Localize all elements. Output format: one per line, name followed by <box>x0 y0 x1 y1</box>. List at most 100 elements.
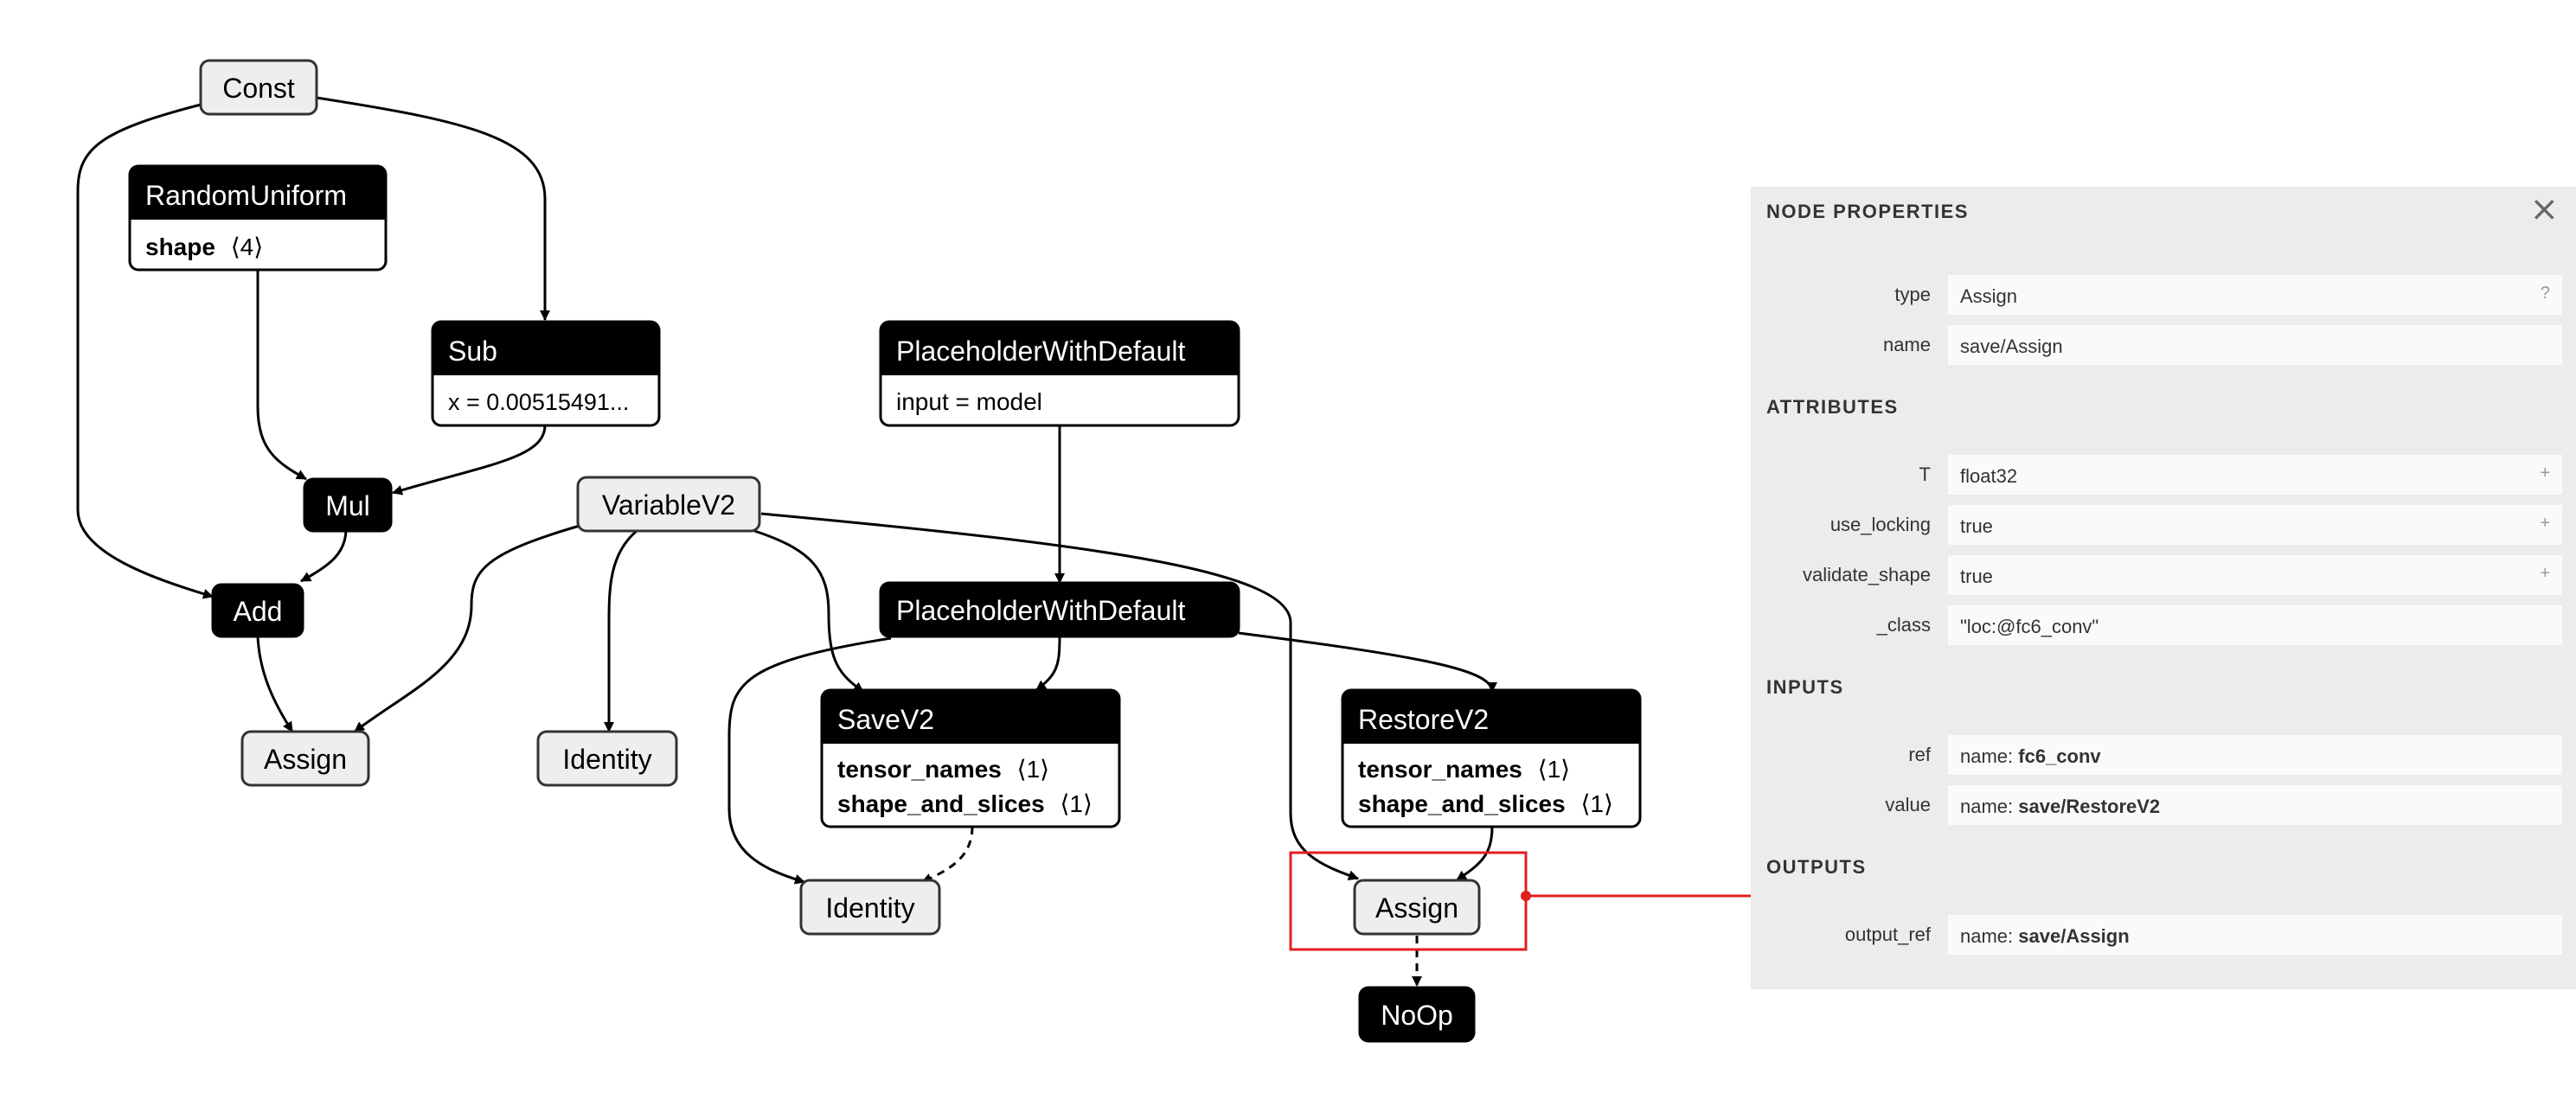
node-restorev2-attr1-key: tensor_names <box>1358 756 1522 783</box>
node-savev2-title: SaveV2 <box>837 704 934 735</box>
node-placeholderwithdefault-mid[interactable]: PlaceholderWithDefault <box>879 581 1240 638</box>
svg-text:tensor_names ⟨1⟩: tensor_names ⟨1⟩ <box>1358 756 1570 783</box>
svg-text:shape ⟨4⟩: shape ⟨4⟩ <box>145 233 263 260</box>
node-add[interactable]: Add <box>211 583 304 638</box>
attribute-row: _class "loc:@fc6_conv" <box>1751 605 2576 645</box>
node-sub-attr: x = 0.00515491... <box>448 389 629 415</box>
node-identity-left[interactable]: Identity <box>536 730 678 787</box>
node-variablev2[interactable]: VariableV2 <box>576 476 761 533</box>
node-identity-mid[interactable]: Identity <box>799 879 941 936</box>
expand-icon[interactable]: + <box>2540 514 2550 533</box>
node-randomuniform-title: RandomUniform <box>145 180 347 211</box>
input-value-name: save/RestoreV2 <box>2018 796 2161 817</box>
node-savev2-attr2-key: shape_and_slices <box>837 790 1045 817</box>
outputs-section-title: OUTPUTS <box>1766 856 1867 878</box>
edge-variable-assign1 <box>354 524 580 733</box>
attribute-value[interactable]: true + <box>1948 505 2562 545</box>
node-properties-panel: NODE PROPERTIES × type Assign ? name sav… <box>1751 187 2576 989</box>
node-sub[interactable]: Sub x = 0.00515491... <box>431 320 661 427</box>
output-value-name: save/Assign <box>2018 925 2130 947</box>
attributes-section-title: ATTRIBUTES <box>1766 396 1899 418</box>
output-value[interactable]: name: save/Assign <box>1948 915 2562 955</box>
edge-variable-savev2 <box>748 528 864 694</box>
edge-phwd2-savev2 <box>1035 636 1061 692</box>
input-label: value <box>1885 794 1931 815</box>
close-icon[interactable]: × <box>2529 189 2559 229</box>
selection-connector-dot <box>1521 891 1531 901</box>
prop-value-name[interactable]: save/Assign <box>1948 325 2562 365</box>
node-restorev2-attr2-val: ⟨1⟩ <box>1580 790 1612 817</box>
node-identity-mid-title: Identity <box>825 892 914 924</box>
edge-phwd2-identity2 <box>727 636 892 885</box>
attribute-value-text: true <box>1960 515 1993 537</box>
node-identity-left-title: Identity <box>562 744 651 775</box>
attribute-label: T <box>1919 464 1931 485</box>
expand-icon[interactable]: + <box>2540 464 2550 483</box>
node-mul[interactable]: Mul <box>303 477 393 533</box>
node-restorev2-attr1-val: ⟨1⟩ <box>1538 756 1570 783</box>
attribute-value-text: "loc:@fc6_conv" <box>1960 616 2099 637</box>
edge-randomuniform-mul <box>256 270 307 481</box>
svg-text:tensor_names ⟨1⟩: tensor_names ⟨1⟩ <box>837 756 1049 783</box>
node-mul-title: Mul <box>325 490 370 521</box>
prop-label-name: name <box>1882 334 1931 355</box>
output-label: output_ref <box>1844 924 1931 945</box>
input-value-prefix: name: <box>1960 745 2019 767</box>
output-value-prefix: name: <box>1960 925 2019 947</box>
node-assign-selected-title: Assign <box>1375 892 1458 924</box>
node-assign-left-title: Assign <box>264 744 347 775</box>
node-savev2-attr1-val: ⟨1⟩ <box>1017 756 1049 783</box>
attribute-value-text: float32 <box>1960 465 2018 487</box>
prop-row-type: type Assign ? <box>1751 275 2576 315</box>
node-savev2-attr1-key: tensor_names <box>837 756 1002 783</box>
node-savev2-attr2-val: ⟨1⟩ <box>1060 790 1092 817</box>
edge-const-sub <box>316 96 550 321</box>
node-assign-left[interactable]: Assign <box>240 730 370 787</box>
edge-savev2-identity2 <box>921 826 974 884</box>
expand-icon[interactable]: + <box>2540 564 2550 583</box>
prop-row-name: name save/Assign <box>1751 325 2576 365</box>
svg-text:shape_and_slices ⟨1⟩: shape_and_slices ⟨1⟩ <box>1358 790 1613 817</box>
graph-edges <box>76 96 1497 987</box>
node-placeholderwithdefault-top-attr: input = model <box>896 388 1042 415</box>
node-placeholderwithdefault-top[interactable]: PlaceholderWithDefault input = model <box>879 320 1240 427</box>
help-icon[interactable]: ? <box>2540 284 2550 303</box>
node-noop[interactable]: NoOp <box>1358 986 1476 1043</box>
node-restorev2[interactable]: RestoreV2 tensor_names ⟨1⟩ shape_and_sli… <box>1341 688 1642 828</box>
input-row: value name: save/RestoreV2 <box>1751 785 2576 825</box>
edge-add-assign1 <box>256 636 294 732</box>
attribute-row: use_locking true + <box>1751 505 2576 545</box>
node-randomuniform[interactable]: RandomUniform shape ⟨4⟩ <box>128 164 388 272</box>
attribute-row: validate_shape true + <box>1751 555 2576 595</box>
input-label: ref <box>1908 744 1931 765</box>
prop-value-type[interactable]: Assign ? <box>1948 275 2562 315</box>
prop-label-type: type <box>1894 284 1931 305</box>
input-value-name: fc6_conv <box>2018 745 2101 767</box>
attribute-value[interactable]: true + <box>1948 555 2562 595</box>
attribute-value-text: true <box>1960 566 1993 587</box>
input-value[interactable]: name: fc6_conv <box>1948 735 2562 775</box>
attribute-label: use_locking <box>1829 514 1931 535</box>
attribute-row: T float32 + <box>1751 455 2576 495</box>
input-row: ref name: fc6_conv <box>1751 735 2576 775</box>
edge-variable-assign2 <box>760 512 1359 880</box>
edge-restorev2-assign2 <box>1456 826 1494 882</box>
panel-header: NODE PROPERTIES <box>1766 201 1969 222</box>
node-sub-title: Sub <box>448 336 497 367</box>
node-add-title: Add <box>234 596 283 627</box>
svg-text:shape_and_slices ⟨1⟩: shape_and_slices ⟨1⟩ <box>837 790 1093 817</box>
edge-variable-identity1 <box>604 529 638 732</box>
edge-phwd2-restorev2 <box>1238 631 1497 693</box>
input-value-prefix: name: <box>1960 796 2019 817</box>
node-const[interactable]: Const <box>199 59 318 116</box>
attribute-value[interactable]: "loc:@fc6_conv" <box>1948 605 2562 645</box>
node-randomuniform-attr-key: shape <box>145 233 215 260</box>
node-assign-selected[interactable]: Assign <box>1353 879 1481 936</box>
node-savev2[interactable]: SaveV2 tensor_names ⟨1⟩ shape_and_slices… <box>820 688 1121 828</box>
node-noop-title: NoOp <box>1381 1000 1453 1031</box>
edge-mul-add <box>300 528 348 583</box>
attribute-value[interactable]: float32 + <box>1948 455 2562 495</box>
node-restorev2-title: RestoreV2 <box>1358 704 1489 735</box>
input-value[interactable]: name: save/RestoreV2 <box>1948 785 2562 825</box>
